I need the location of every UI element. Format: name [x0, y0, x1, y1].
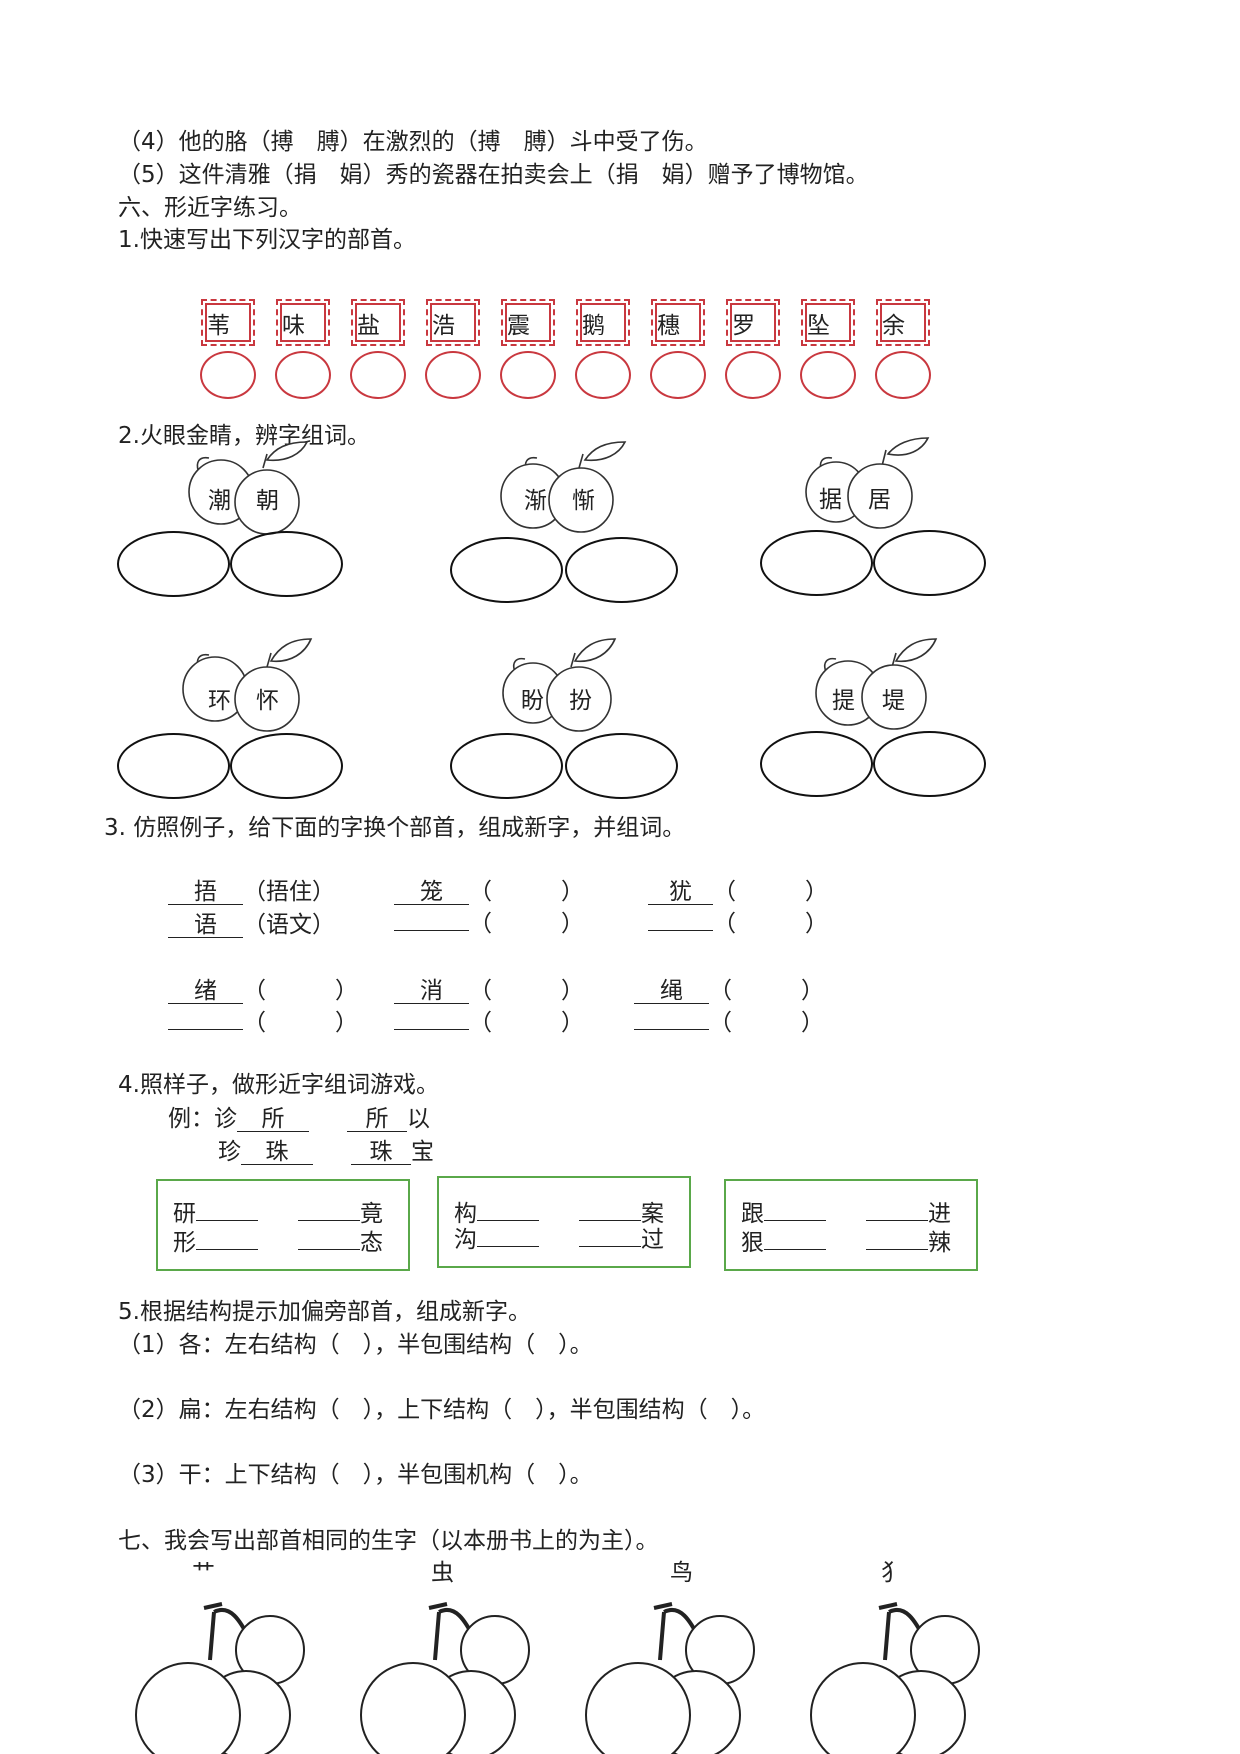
apple-char-right: 居 [868, 487, 891, 513]
answer-circle[interactable] [500, 351, 556, 399]
answer-circle[interactable] [350, 351, 406, 399]
apple-group: 渐 惭 [445, 440, 678, 603]
answer-circle[interactable] [575, 351, 631, 399]
answer-oval[interactable] [230, 733, 343, 799]
section-six-title: 六、形近字练习。 [118, 195, 302, 221]
q3-item[interactable]: （ ） [648, 913, 828, 936]
cherry-radical: 虫 [431, 1560, 454, 1586]
apple-char-left: 盼 [521, 688, 544, 714]
answer-circle[interactable] [200, 351, 256, 399]
cherry-icon [135, 1602, 305, 1754]
q3-item[interactable]: （ ） [394, 913, 584, 936]
radical-box: 盐 [351, 299, 405, 346]
cherry-icon [810, 1602, 980, 1754]
q3-title: 3. 仿照例子，给下面的字换个部首，组成新字，并组词。 [104, 815, 686, 841]
cherry-radical: 犭 [881, 1560, 904, 1586]
apple-char-left: 提 [832, 688, 855, 714]
q3-item[interactable]: （ ） [394, 1012, 584, 1035]
q3-item: 笼（ ） [394, 880, 584, 906]
apple-group: 提 堤 [760, 637, 990, 797]
radical-box: 穗 [651, 299, 705, 346]
cherry-group: 艹 [130, 1560, 330, 1754]
q5-line-2: （2）扁：左右结构（ ），上下结构（ ），半包围结构（ ）。 [118, 1397, 766, 1423]
answer-circle[interactable] [425, 351, 481, 399]
answer-oval[interactable] [760, 731, 873, 797]
q7-title: 七、我会写出部首相同的生字（以本册书上的为主）。 [118, 1528, 659, 1554]
answer-oval[interactable] [117, 733, 230, 799]
radical-box: 坠 [801, 299, 855, 346]
q3-item[interactable]: （ ） [634, 1012, 824, 1035]
intro-line-5: （5）这件清雅（捐 娟）秀的瓷器在拍卖会上（捐 娟）赠予了博物馆。 [118, 162, 869, 188]
cherry-radical: 艹 [192, 1560, 215, 1586]
apple-group: 据 居 [760, 437, 990, 600]
answer-oval[interactable] [565, 537, 678, 603]
cherry-icon [360, 1602, 530, 1754]
q4-title: 4.照样子，做形近字组词游戏。 [118, 1072, 439, 1098]
apple-char-right: 扮 [569, 688, 592, 714]
q3-item: 捂（捂住） [168, 880, 335, 906]
apple-char-right: 朝 [256, 488, 279, 514]
cherry-icon [585, 1602, 755, 1754]
apple-icon [500, 441, 627, 533]
answer-oval[interactable] [450, 733, 563, 799]
answer-circle[interactable] [725, 351, 781, 399]
q4-example-line2: 珍珠珠宝 [218, 1139, 434, 1166]
apple-icon [815, 638, 938, 730]
cherry-radical: 鸟 [670, 1560, 693, 1586]
radical-box: 浩 [426, 299, 480, 346]
q1-title: 1.快速写出下列汉字的部首。 [118, 227, 416, 253]
radical-box: 余 [876, 299, 930, 346]
apple-char-left: 潮 [208, 488, 231, 514]
apple-char-right: 怀 [256, 688, 279, 714]
q4-box: 研 竟 形 态 [156, 1179, 410, 1271]
q3-item: 绳（ ） [634, 979, 824, 1005]
apple-char-left: 渐 [524, 488, 547, 514]
apple-icon [182, 638, 313, 732]
answer-circle[interactable] [650, 351, 706, 399]
apple-char-right: 惭 [572, 488, 595, 514]
apple-char-left: 环 [208, 688, 231, 714]
apple-icon [805, 437, 930, 529]
cherry-group: 鸟 [580, 1560, 780, 1754]
answer-oval[interactable] [450, 537, 563, 603]
q4-example-line1: 例：诊所所以 [168, 1106, 430, 1133]
apple-group: 盼 扮 [445, 637, 678, 799]
answer-oval[interactable] [760, 530, 873, 596]
apple-group: 环 怀 [117, 637, 347, 799]
radical-box: 苇 [201, 299, 255, 346]
q3-item: 消（ ） [394, 979, 584, 1005]
q4-box: 跟 进 狠 辣 [724, 1179, 978, 1271]
radical-box: 鹅 [576, 299, 630, 346]
answer-circle[interactable] [275, 351, 331, 399]
radical-box: 罗 [726, 299, 780, 346]
apple-char-right: 堤 [882, 688, 905, 714]
answer-circle[interactable] [875, 351, 931, 399]
q5-line-1: （1）各：左右结构（ ），半包围结构（ ）。 [118, 1332, 593, 1358]
radical-box: 味 [276, 299, 330, 346]
apple-icon [502, 638, 617, 732]
answer-oval[interactable] [117, 531, 230, 597]
q5-title: 5.根据结构提示加偏旁部首，组成新字。 [118, 1299, 531, 1325]
q5-line-3: （3）干：上下结构（ ），半包围机构（ ）。 [118, 1462, 593, 1488]
q3-item: 语（语文） [168, 913, 335, 939]
q3-item: 犹（ ） [648, 880, 828, 906]
q3-item: 绪（ ） [168, 979, 358, 1005]
cherry-group: 犭 [805, 1560, 1005, 1754]
answer-oval[interactable] [230, 531, 343, 597]
q3-item[interactable]: （ ） [168, 1012, 358, 1035]
answer-oval[interactable] [565, 733, 678, 799]
apple-char-left: 据 [819, 487, 842, 513]
q4-box: 构 案 沟 过 [437, 1176, 691, 1268]
apple-group: 潮 朝 [117, 440, 347, 600]
answer-circle[interactable] [800, 351, 856, 399]
answer-oval[interactable] [873, 731, 986, 797]
answer-oval[interactable] [873, 530, 986, 596]
radical-box: 震 [501, 299, 555, 346]
cherry-group: 虫 [355, 1560, 555, 1754]
apple-icon [188, 441, 309, 535]
intro-line-4: （4）他的胳（搏 膊）在激烈的（搏 膊）斗中受了伤。 [118, 129, 708, 155]
